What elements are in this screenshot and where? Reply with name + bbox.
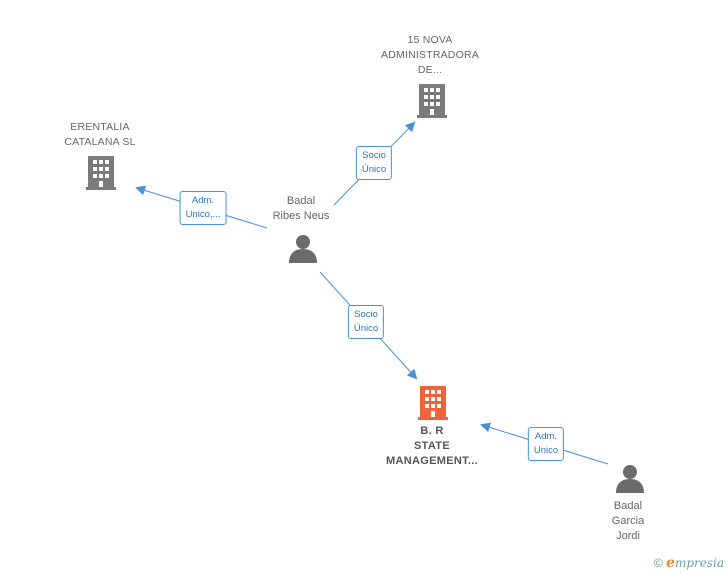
- company-name-line: 15 NOVA: [407, 34, 453, 46]
- person-name-line: Jordi: [616, 530, 640, 542]
- edge-label-line: Unico: [533, 445, 559, 456]
- company-label-nova[interactable]: 15 NOVA ADMINISTRADORA DE...: [381, 33, 479, 78]
- edge-label-line: Adm.: [534, 431, 558, 442]
- company-label-brstate[interactable]: B. R STATE MANAGEMENT...: [386, 424, 478, 469]
- edge-label-line: Adm.: [191, 195, 215, 206]
- company-name-line: MANAGEMENT...: [386, 455, 478, 467]
- company-name-line: ERENTALIA: [70, 121, 130, 133]
- company-label-erentalia[interactable]: ERENTALIA CATALANA SL: [64, 120, 135, 150]
- person-name-line: Garcia: [611, 515, 645, 527]
- person-name-line: Badal: [613, 500, 643, 512]
- copyright-symbol: ©: [653, 556, 663, 570]
- person-label-badal-garcia[interactable]: Badal Garcia Jordi: [612, 499, 644, 544]
- edge-label-adm-brstate[interactable]: Adm. Unico: [527, 427, 565, 461]
- edge-label-line: Único: [353, 323, 379, 334]
- company-name-line: DE...: [417, 64, 443, 76]
- company-name-line: B. R: [420, 425, 444, 437]
- company-name-line: CATALANA SL: [64, 136, 136, 148]
- edge-label-socio-nova[interactable]: Socio Único: [355, 146, 393, 180]
- edge-label-line: Único: [361, 164, 387, 175]
- person-icon[interactable]: [289, 235, 317, 263]
- company-name-line: ADMINISTRADORA: [381, 49, 479, 61]
- person-name-line: Ribes Neus: [272, 210, 330, 222]
- person-label-badal-ribes[interactable]: Badal Ribes Neus: [273, 194, 330, 224]
- brand-footer: © empresia: [654, 555, 724, 571]
- edge-label-adm-erentalia[interactable]: Adm. Unico,...: [179, 191, 227, 225]
- person-icon[interactable]: [616, 465, 644, 493]
- building-icon[interactable]: [417, 84, 447, 118]
- edge-label-line: Socio: [354, 309, 378, 320]
- brand-logo-text: mpresia: [674, 556, 724, 570]
- edge-label-line: Socio: [362, 150, 386, 161]
- brand-logo-initial: e: [666, 555, 675, 571]
- company-name-line: STATE: [414, 440, 450, 452]
- person-name-line: Badal: [286, 195, 316, 207]
- building-icon[interactable]: [86, 156, 116, 190]
- edge-label-socio-brstate[interactable]: Socio Único: [347, 305, 385, 339]
- building-icon[interactable]: [418, 386, 448, 420]
- edge-label-line: Unico,...: [185, 209, 221, 220]
